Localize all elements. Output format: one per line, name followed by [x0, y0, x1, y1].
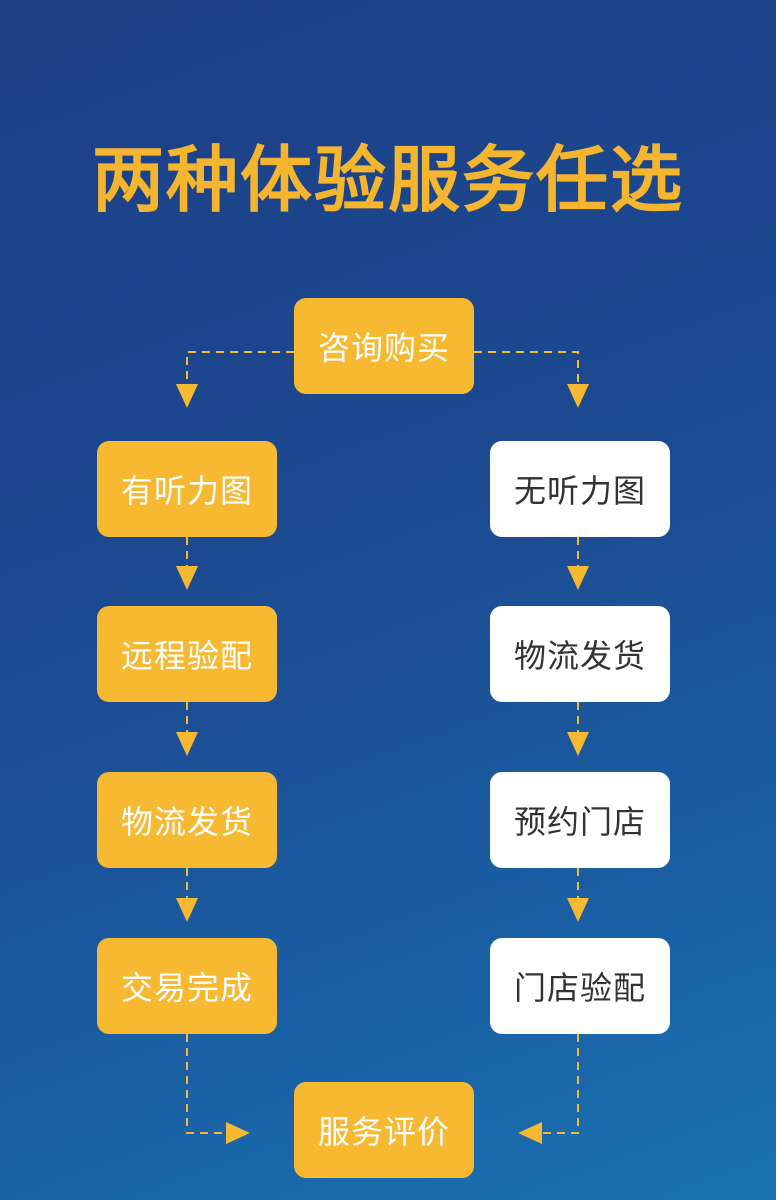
- arrow-left-2: [176, 732, 198, 756]
- arrow-left-end: [226, 1122, 250, 1144]
- connector-right-end: [534, 1034, 579, 1134]
- left-step-4: 交易完成: [97, 938, 277, 1034]
- left-step-1: 有听力图: [97, 441, 277, 537]
- arrow-right-2: [567, 732, 589, 756]
- arrow-start-left: [176, 384, 198, 408]
- arrow-right-3: [567, 898, 589, 922]
- right-step-1: 无听力图: [490, 441, 670, 537]
- connector-start-left: [186, 351, 294, 392]
- arrow-left-1: [176, 566, 198, 590]
- page-title: 两种体验服务任选: [91, 138, 684, 222]
- arrow-right-end: [518, 1122, 542, 1144]
- right-step-3: 预约门店: [490, 772, 670, 868]
- connector-left-end: [186, 1034, 234, 1134]
- step-start: 咨询购买: [294, 298, 474, 394]
- step-end: 服务评价: [294, 1082, 474, 1178]
- arrow-start-right: [567, 384, 589, 408]
- right-step-4: 门店验配: [490, 938, 670, 1034]
- arrow-right-1: [567, 566, 589, 590]
- left-step-3: 物流发货: [97, 772, 277, 868]
- arrow-left-3: [176, 898, 198, 922]
- connector-start-right: [474, 351, 579, 392]
- left-step-2: 远程验配: [97, 606, 277, 702]
- right-step-2: 物流发货: [490, 606, 670, 702]
